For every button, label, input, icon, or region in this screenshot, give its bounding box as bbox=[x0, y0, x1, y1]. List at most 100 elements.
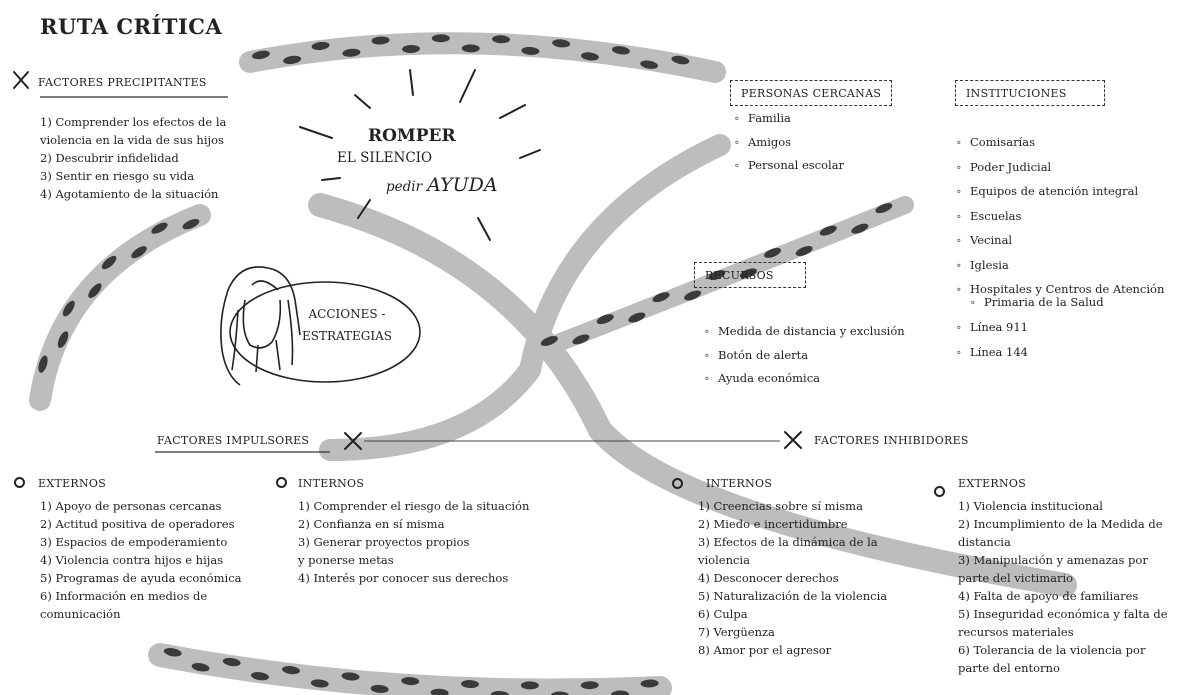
list-item: 7) Vergüenza bbox=[698, 625, 775, 639]
footprint-icon bbox=[222, 657, 241, 667]
footprint-icon bbox=[795, 246, 813, 257]
footprint-icon bbox=[461, 44, 480, 53]
list-item: Personal escolar bbox=[734, 154, 844, 178]
inh-externos-list: 1) Violencia institucional 2) Incumplimi… bbox=[958, 497, 1168, 677]
list-item: 5) Naturalización de la violencia bbox=[698, 589, 888, 603]
list-item: 1) Violencia institucional bbox=[958, 499, 1103, 513]
footprint-icon bbox=[131, 246, 147, 259]
list-item: 4) Agotamiento de la situación bbox=[40, 187, 219, 201]
footprint-icon bbox=[520, 681, 539, 690]
list-item: Escuelas bbox=[956, 204, 1164, 229]
recursos-box: RECURSOS bbox=[694, 262, 806, 288]
footprint-icon bbox=[580, 52, 599, 61]
list-item: recursos materiales bbox=[958, 625, 1074, 639]
list-item: 2) Miedo e incertidumbre bbox=[698, 517, 848, 531]
list-item: 4) Desconocer derechos bbox=[698, 571, 839, 585]
cross-path-a bbox=[308, 193, 1077, 597]
top-arc-path bbox=[239, 32, 726, 83]
footprint-icon bbox=[311, 41, 330, 51]
list-item-continued: Primaria de la Salud bbox=[956, 296, 1164, 315]
list-item: 4) Falta de apoyo de familiares bbox=[958, 589, 1139, 603]
acciones-label: ACCIONES - ESTRATEGIAS bbox=[302, 303, 392, 347]
page-title: RUTA CRÍTICA bbox=[40, 14, 223, 39]
footprint-icon bbox=[851, 223, 869, 234]
list-item: Poder Judicial bbox=[956, 155, 1164, 180]
footprint-icon bbox=[521, 46, 540, 55]
list-item: 4) Violencia contra hijos e hijas bbox=[40, 553, 224, 567]
footprint-icon bbox=[88, 283, 102, 298]
list-item: comunicación bbox=[40, 607, 121, 621]
imp-internos-list: 1) Comprender el riesgo de la situación … bbox=[298, 497, 529, 587]
footprint-icon bbox=[57, 331, 69, 348]
list-item: 6) Tolerancia de la violencia por bbox=[958, 643, 1146, 657]
list-item: 3) Espacios de empoderamiento bbox=[40, 535, 228, 549]
list-item: Botón de alerta bbox=[704, 344, 905, 368]
inh-internos-list: 1) Creencias sobre sí misma 2) Miedo e i… bbox=[698, 497, 887, 659]
footprint-icon bbox=[552, 39, 571, 48]
footprint-icon bbox=[875, 203, 893, 214]
left-arc-path bbox=[29, 204, 211, 411]
woman-sketch bbox=[220, 266, 421, 386]
footprint-icon bbox=[431, 34, 450, 43]
list-item: 1) Apoyo de personas cercanas bbox=[40, 499, 222, 513]
list-item: Familia bbox=[734, 107, 844, 131]
instituciones-box: INSTITUCIONES bbox=[955, 80, 1105, 106]
pedir-ayuda: pedir AYUDA bbox=[386, 174, 498, 196]
ayuda-text: AYUDA bbox=[427, 174, 498, 196]
footprints bbox=[38, 34, 893, 695]
footprint-icon bbox=[282, 665, 300, 675]
inhibidores-heading: FACTORES INHIBIDORES bbox=[814, 434, 969, 447]
precip-heading: FACTORES PRECIPITANTES bbox=[38, 76, 207, 89]
impulsores-heading: FACTORES IMPULSORES bbox=[157, 434, 310, 447]
inh-internos-heading: INTERNOS bbox=[706, 477, 773, 490]
imp-externos-heading: EXTERNOS bbox=[38, 477, 107, 490]
footprint-icon bbox=[819, 225, 837, 236]
footprint-icon bbox=[402, 44, 421, 53]
circle-marker-icon bbox=[934, 486, 945, 497]
footprint-icon bbox=[252, 50, 270, 60]
list-item: distancia bbox=[958, 535, 1011, 549]
recursos-path bbox=[531, 196, 914, 359]
precip-list: 1) Comprender los efectos de la violenci… bbox=[40, 113, 226, 203]
footprint-icon bbox=[550, 691, 569, 695]
list-item: 6) Culpa bbox=[698, 607, 748, 621]
list-item: 5) Programas de ayuda económica bbox=[40, 571, 242, 585]
imp-externos-list: 1) Apoyo de personas cercanas 2) Actitud… bbox=[40, 497, 242, 623]
recursos-list: Medida de distancia y exclusión Botón de… bbox=[704, 320, 905, 391]
footprint-icon bbox=[572, 334, 590, 345]
romper-text: ROMPER bbox=[368, 126, 456, 146]
inh-externos-heading: EXTERNOS bbox=[958, 477, 1027, 490]
footprint-icon bbox=[283, 55, 302, 65]
list-item: 2) Actitud positiva de operadores bbox=[40, 517, 235, 531]
list-item: Línea 144 bbox=[956, 340, 1164, 365]
footprint-icon bbox=[640, 679, 659, 688]
footprint-icon bbox=[342, 48, 361, 57]
x-markers bbox=[13, 71, 802, 450]
footprint-icon bbox=[371, 36, 390, 45]
list-item: 5) Inseguridad económica y falta de bbox=[958, 607, 1168, 621]
footprint-icon bbox=[251, 672, 269, 681]
footprint-icon bbox=[628, 312, 646, 323]
list-item: 1) Comprender el riesgo de la situación bbox=[298, 499, 530, 513]
footprint-icon bbox=[341, 672, 360, 681]
list-item: violencia bbox=[698, 553, 750, 567]
footprint-icon bbox=[764, 247, 782, 258]
bottom-arc-path bbox=[148, 643, 672, 695]
footprint-icon bbox=[62, 300, 75, 317]
footprint-icon bbox=[461, 680, 480, 689]
footprint-icon bbox=[671, 55, 690, 65]
list-item: y ponerse metas bbox=[298, 553, 394, 567]
list-item: parte del entorno bbox=[958, 661, 1060, 675]
personas-list: Familia Amigos Personal escolar bbox=[734, 107, 844, 178]
pedir-text: pedir bbox=[386, 179, 423, 195]
list-item: Hospitales y Centros de Atención bbox=[956, 277, 1164, 296]
list-item: parte del victimario bbox=[958, 571, 1074, 585]
imp-internos-heading: INTERNOS bbox=[298, 477, 365, 490]
list-item: 8) Amor por el agresor bbox=[698, 643, 832, 657]
circle-marker-icon bbox=[276, 477, 287, 488]
footprint-icon bbox=[191, 663, 210, 672]
list-item: Ayuda económica bbox=[704, 367, 905, 391]
list-item: Comisarías bbox=[956, 130, 1164, 155]
